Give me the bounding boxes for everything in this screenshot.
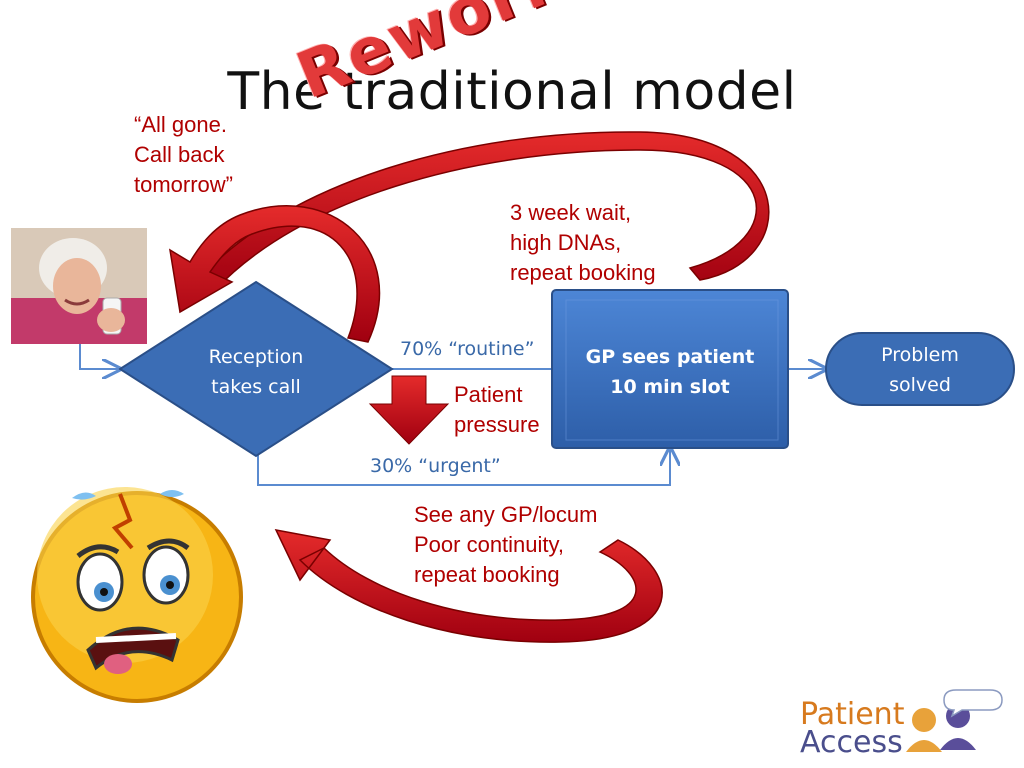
locum-note: See any GP/locum Poor continuity, repeat… <box>414 502 598 587</box>
patient-access-logo-icon <box>906 689 1003 752</box>
repeat-booking-loop-arrow <box>274 528 663 643</box>
problem-solved-pill <box>825 332 1015 406</box>
urgent-label: 30% “urgent” <box>370 455 501 477</box>
worried-face-icon <box>31 487 243 703</box>
urgent-connector <box>257 448 670 486</box>
patient-photo <box>11 228 147 344</box>
slide-title: The traditional model <box>227 62 797 122</box>
phone-to-reception-connector <box>79 344 118 369</box>
pressure-note: Patient pressure <box>454 382 540 437</box>
wait-note: 3 week wait, high DNAs, repeat booking <box>510 200 656 285</box>
reception-label: Reception takes call <box>208 346 304 398</box>
all-gone-note: “All gone. Call back tomorrow” <box>134 112 234 197</box>
reception-diamond <box>118 280 394 458</box>
routine-label: 70% “routine” <box>400 338 535 360</box>
gp-box <box>551 289 789 449</box>
gp-label-line1: GP sees patient <box>585 346 755 368</box>
logo-text-patient: Patient <box>800 697 905 732</box>
logo-text-access: Access <box>800 725 903 760</box>
call-back-arrow <box>169 205 381 343</box>
gp-label-line2: 10 min slot <box>610 376 730 398</box>
problem-solved-label: Problem solved <box>881 344 959 396</box>
patient-pressure-arrow <box>368 375 450 445</box>
